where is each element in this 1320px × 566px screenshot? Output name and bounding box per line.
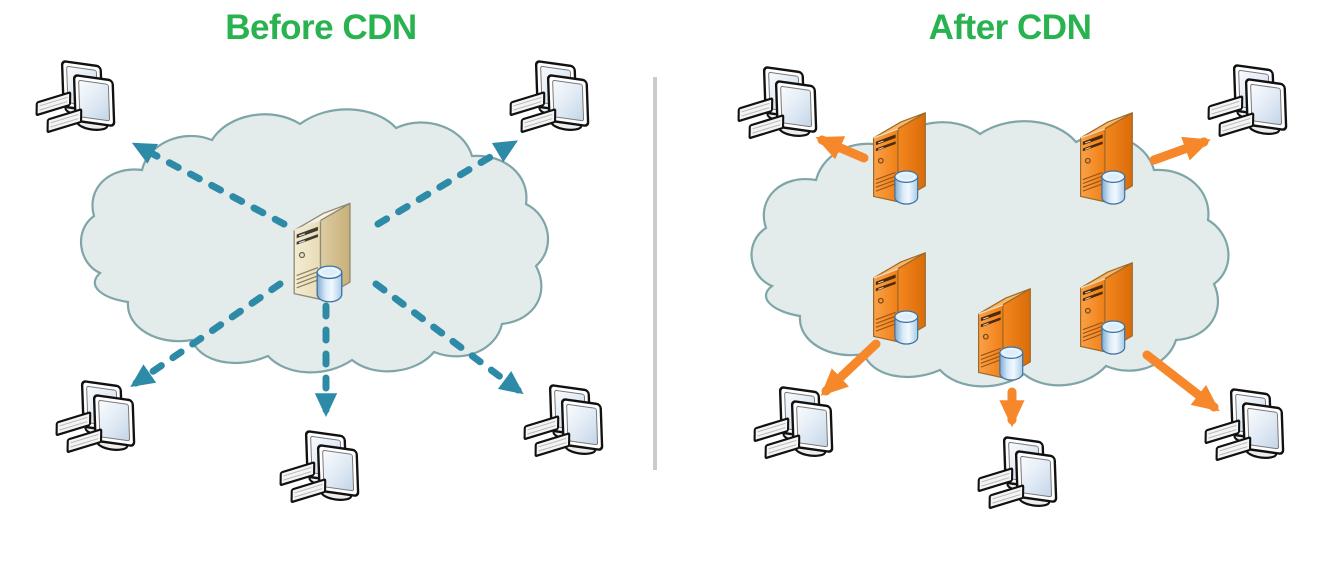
after-cdn-canvas — [733, 63, 1294, 510]
client-group-top-left — [31, 59, 122, 134]
edge-server-icon-1 — [872, 112, 927, 205]
client-group-top-right — [1203, 63, 1294, 138]
before-cdn-canvas — [31, 59, 610, 504]
delivery-arrow-bottom-left — [820, 339, 881, 396]
dashed-request-arrow-top-left — [131, 142, 288, 228]
client-group-bottom-center — [275, 429, 366, 504]
panel-divider — [653, 77, 657, 470]
client-group-bottom-left — [51, 379, 142, 454]
edge-server-icon-2 — [1079, 112, 1134, 205]
dashed-request-arrow-bottom-right — [372, 280, 524, 395]
delivery-arrow-top-left — [815, 135, 869, 163]
client-group-bottom-left — [749, 385, 840, 460]
dashed-request-arrow-top-right — [374, 140, 519, 228]
before-cdn-panel: Before CDN — [31, 8, 610, 504]
after-cdn-title: After CDN — [928, 8, 1092, 47]
delivery-arrow-bottom-right — [1142, 350, 1220, 412]
client-group-top-right — [505, 59, 596, 134]
after-cdn-panel: After CDN — [660, 0, 1320, 566]
delivery-arrow-top-right — [1149, 136, 1211, 165]
client-group-bottom-right — [1200, 387, 1291, 462]
client-group-bottom-right — [519, 383, 610, 458]
before-cdn-title: Before CDN — [225, 8, 417, 47]
client-group-top-left — [733, 65, 824, 140]
dashed-request-arrow-bottom-left — [130, 280, 284, 387]
client-group-bottom-center — [973, 435, 1064, 510]
